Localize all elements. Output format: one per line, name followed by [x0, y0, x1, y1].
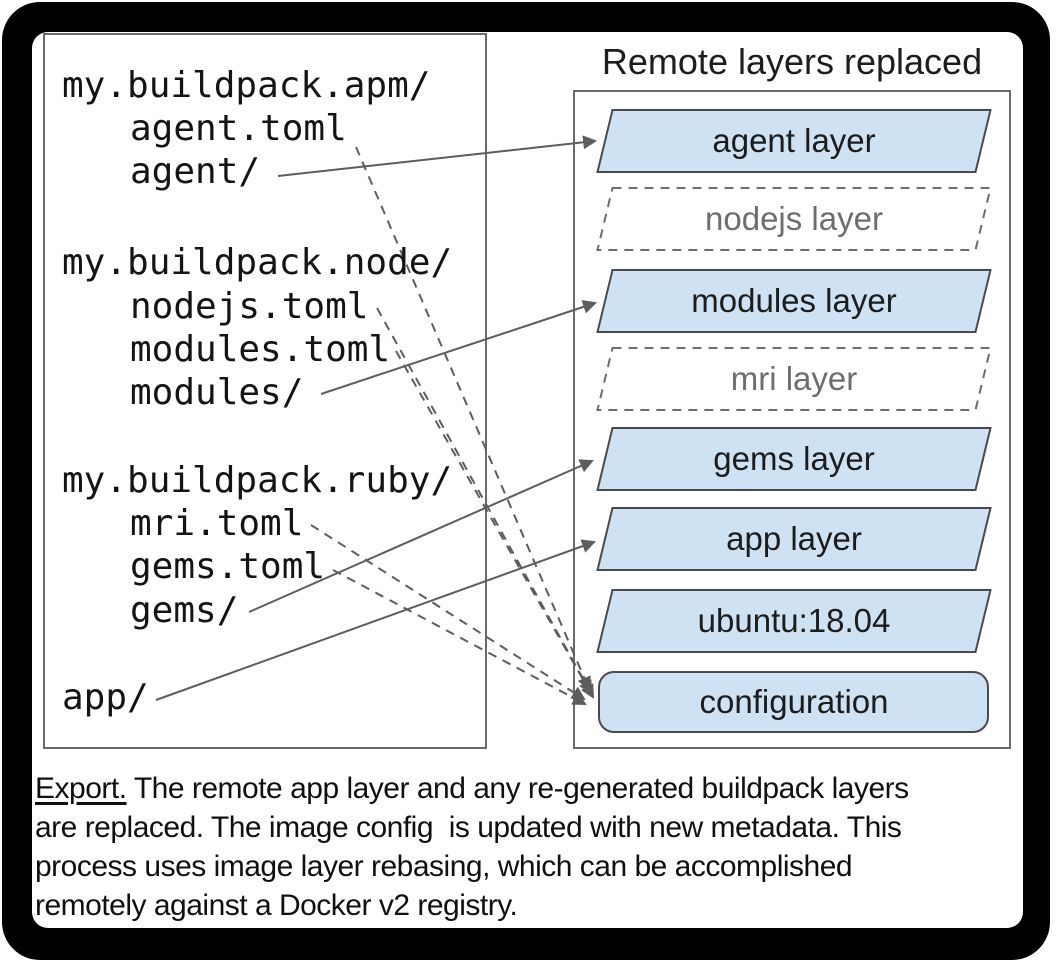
- file-line-app-dir: app/: [62, 677, 149, 718]
- file-line-agent-toml: agent.toml: [130, 108, 347, 149]
- ubuntu-layer-label: ubuntu:18.04: [697, 602, 891, 639]
- file-line-buildpack-ruby: my.buildpack.ruby/: [62, 460, 453, 501]
- file-line-modules-dir: modules/: [130, 372, 304, 413]
- agent-layer-label: agent layer: [712, 122, 876, 159]
- mri-layer-label: mri layer: [730, 360, 858, 397]
- export-caption: Export. The remote app layer and any re-…: [35, 769, 1020, 925]
- caption-line-3: process uses image layer rebasing, which…: [35, 850, 853, 883]
- file-line-gems-toml: gems.toml: [130, 546, 326, 587]
- remote-layers-title: Remote layers replaced: [601, 41, 983, 82]
- caption-lead-export: Export.: [35, 772, 127, 805]
- modules-layer-label: modules layer: [691, 282, 897, 319]
- file-line-agent-dir: agent/: [130, 151, 261, 192]
- file-line-nodejs-toml: nodejs.toml: [130, 286, 369, 327]
- caption-line-2: are replaced. The image config is update…: [35, 811, 902, 844]
- file-line-gems-dir: gems/: [130, 590, 239, 631]
- caption-line-1-rest: The remote app layer and any re-generate…: [126, 772, 909, 805]
- nodejs-layer-label: nodejs layer: [705, 200, 883, 237]
- caption-line-1: Export. The remote app layer and any re-…: [35, 769, 1020, 808]
- file-line-mri-toml: mri.toml: [130, 503, 304, 544]
- file-line-modules-toml: modules.toml: [130, 329, 391, 370]
- caption-line-4: remotely against a Docker v2 registry.: [35, 889, 518, 922]
- configuration-label: configuration: [699, 683, 889, 720]
- app-layer-label: app layer: [726, 520, 862, 557]
- file-line-buildpack-node: my.buildpack.node/: [62, 242, 453, 283]
- file-line-buildpack-apm: my.buildpack.apm/: [62, 65, 431, 106]
- gems-layer-label: gems layer: [713, 440, 875, 477]
